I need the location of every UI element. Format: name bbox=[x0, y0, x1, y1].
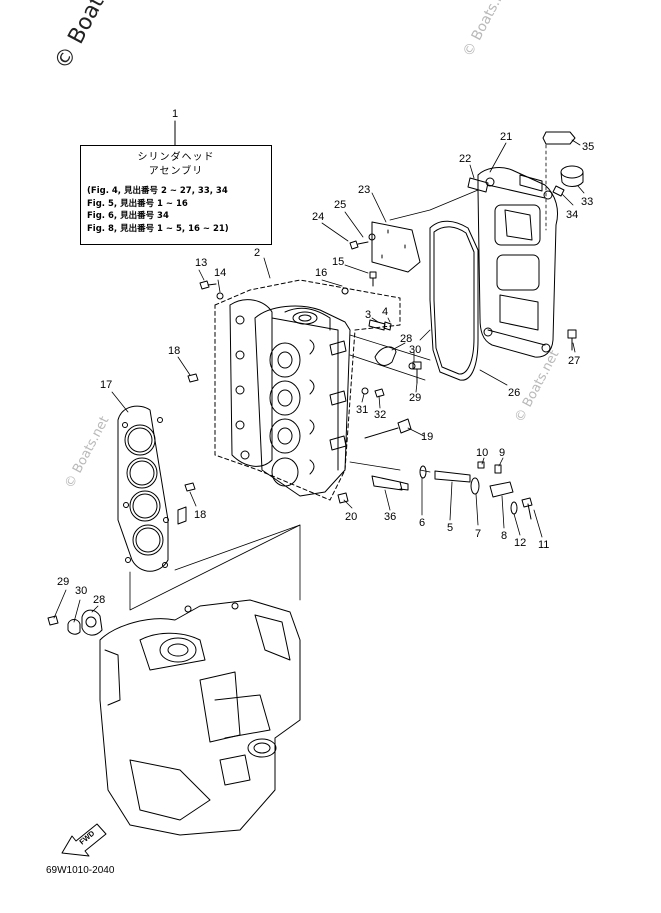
part-label-23: 23 bbox=[358, 184, 370, 196]
part-label-10: 10 bbox=[476, 447, 488, 459]
part-label-5: 5 bbox=[447, 522, 453, 534]
part-label-24: 24 bbox=[312, 211, 324, 223]
part-label-35: 35 bbox=[582, 141, 594, 153]
part-label-4: 4 bbox=[382, 306, 388, 318]
part-label-21: 21 bbox=[500, 131, 512, 143]
small-parts bbox=[47, 131, 584, 636]
part-label-30-left: 30 bbox=[75, 585, 87, 597]
fwd-arrow-icon: FWD bbox=[61, 823, 107, 857]
head-cover bbox=[477, 167, 559, 358]
part-number-labels: 2 3 4 5 6 7 8 9 10 11 12 13 14 15 16 17 … bbox=[57, 131, 594, 606]
part-label-29-right: 29 bbox=[409, 392, 421, 404]
part-label-26: 26 bbox=[508, 387, 520, 399]
part-label-3: 3 bbox=[365, 309, 371, 321]
part-label-19: 19 bbox=[421, 431, 433, 443]
part-label-7: 7 bbox=[475, 528, 481, 540]
part-label-15: 15 bbox=[332, 256, 344, 268]
part-label-14: 14 bbox=[214, 267, 226, 279]
part-label-27: 27 bbox=[568, 355, 580, 367]
diagram-code: 69W1010-2040 bbox=[46, 865, 115, 876]
part-label-22: 22 bbox=[459, 153, 471, 165]
part-label-20: 20 bbox=[345, 511, 357, 523]
part-label-6: 6 bbox=[419, 517, 425, 529]
part-label-25: 25 bbox=[334, 199, 346, 211]
callout-title-line1: シリンダヘッド bbox=[137, 152, 215, 163]
callout-fig-line-4: Fig. 8, 見出番号 1 ~ 5, 16 ~ 21) bbox=[87, 223, 229, 234]
part-label-18-lower: 18 bbox=[194, 509, 206, 521]
callout-fig-line-3: Fig. 6, 見出番号 34 bbox=[87, 211, 169, 221]
part-label-8: 8 bbox=[501, 530, 507, 542]
part-label-34: 34 bbox=[566, 209, 578, 221]
part-label-16: 16 bbox=[315, 267, 327, 279]
part-label-13: 13 bbox=[195, 257, 207, 269]
part-label-32: 32 bbox=[374, 409, 386, 421]
cover-plate bbox=[371, 221, 421, 273]
cover-gasket bbox=[429, 220, 479, 381]
assembly-callout-box: シリンダヘッド アセンブリ (Fig. 4, 見出番号 2 ~ 27, 33, … bbox=[80, 145, 272, 245]
callout-fig-line-2: Fig. 5, 見出番号 1 ~ 16 bbox=[87, 198, 188, 209]
part-label-30-right: 30 bbox=[409, 344, 421, 356]
part-label-18-upper: 18 bbox=[168, 345, 180, 357]
cylinder-block bbox=[99, 599, 301, 836]
part-label-29-left: 29 bbox=[57, 576, 69, 588]
part-label-31: 31 bbox=[356, 404, 368, 416]
callout-title-line2: アセンブリ bbox=[148, 166, 204, 177]
cylinder-head bbox=[214, 279, 401, 501]
part-label-9: 9 bbox=[499, 447, 505, 459]
part-label-36: 36 bbox=[384, 511, 396, 523]
part-label-1: 1 bbox=[172, 108, 178, 120]
part-label-2: 2 bbox=[254, 247, 260, 259]
part-label-33: 33 bbox=[581, 196, 593, 208]
part-label-28-left: 28 bbox=[93, 594, 105, 606]
callout-fig-line-1: (Fig. 4, 見出番号 2 ~ 27, 33, 34 bbox=[87, 186, 228, 196]
part-label-12: 12 bbox=[514, 537, 526, 549]
head-gasket bbox=[117, 405, 187, 572]
part-label-17: 17 bbox=[100, 379, 112, 391]
assembly-guides bbox=[129, 189, 479, 611]
part-label-28-right: 28 bbox=[400, 333, 412, 345]
part-label-11: 11 bbox=[538, 539, 549, 551]
